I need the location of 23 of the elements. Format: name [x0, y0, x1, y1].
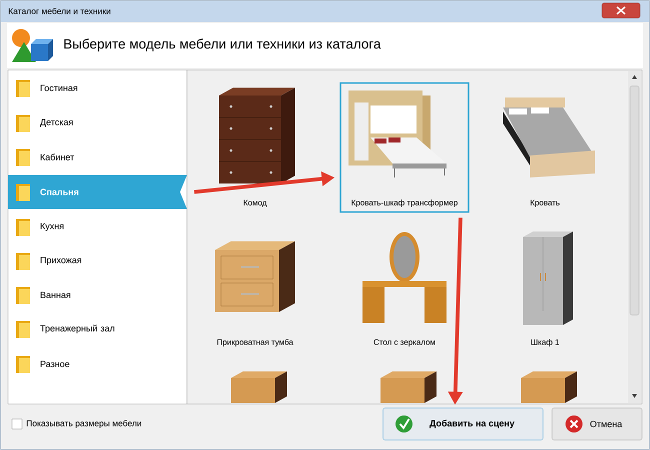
cabinet-box: [521, 371, 577, 403]
checkbox-label: Показывать размеры мебели: [26, 420, 142, 428]
category-item: Детская: [40, 119, 73, 127]
category-item: Тренажерный зал: [40, 324, 114, 334]
heading: Выберите модель мебели или техники из каталога: [64, 38, 381, 52]
category-item: Прихожая: [40, 256, 82, 266]
category-item: Кабинет: [40, 154, 74, 160]
catalog-item: Шкаф 1: [531, 339, 559, 346]
cabinet-box: [380, 371, 436, 403]
catalog-item: Стол с зеркалом: [374, 339, 435, 346]
category-item: Ванная: [40, 292, 70, 298]
selected-category-item: Спальня: [8, 175, 187, 209]
category-item: Гостиная: [40, 84, 78, 92]
category-item: Разное: [40, 360, 70, 368]
catalog-item: Кровать: [530, 200, 560, 207]
category-item: Кухня: [40, 222, 64, 232]
catalog-item: Комод: [244, 200, 267, 207]
window-title: Каталог мебели и техники: [8, 8, 110, 14]
selected-catalog-item: Кровать-шкаф трансформер: [340, 82, 470, 213]
add-button: Добавить на сцену: [382, 408, 544, 440]
catalog-item: Прикроватная тумба: [217, 338, 294, 346]
cancel-button: Отмена: [552, 408, 642, 440]
cabinet-box: [231, 371, 287, 403]
